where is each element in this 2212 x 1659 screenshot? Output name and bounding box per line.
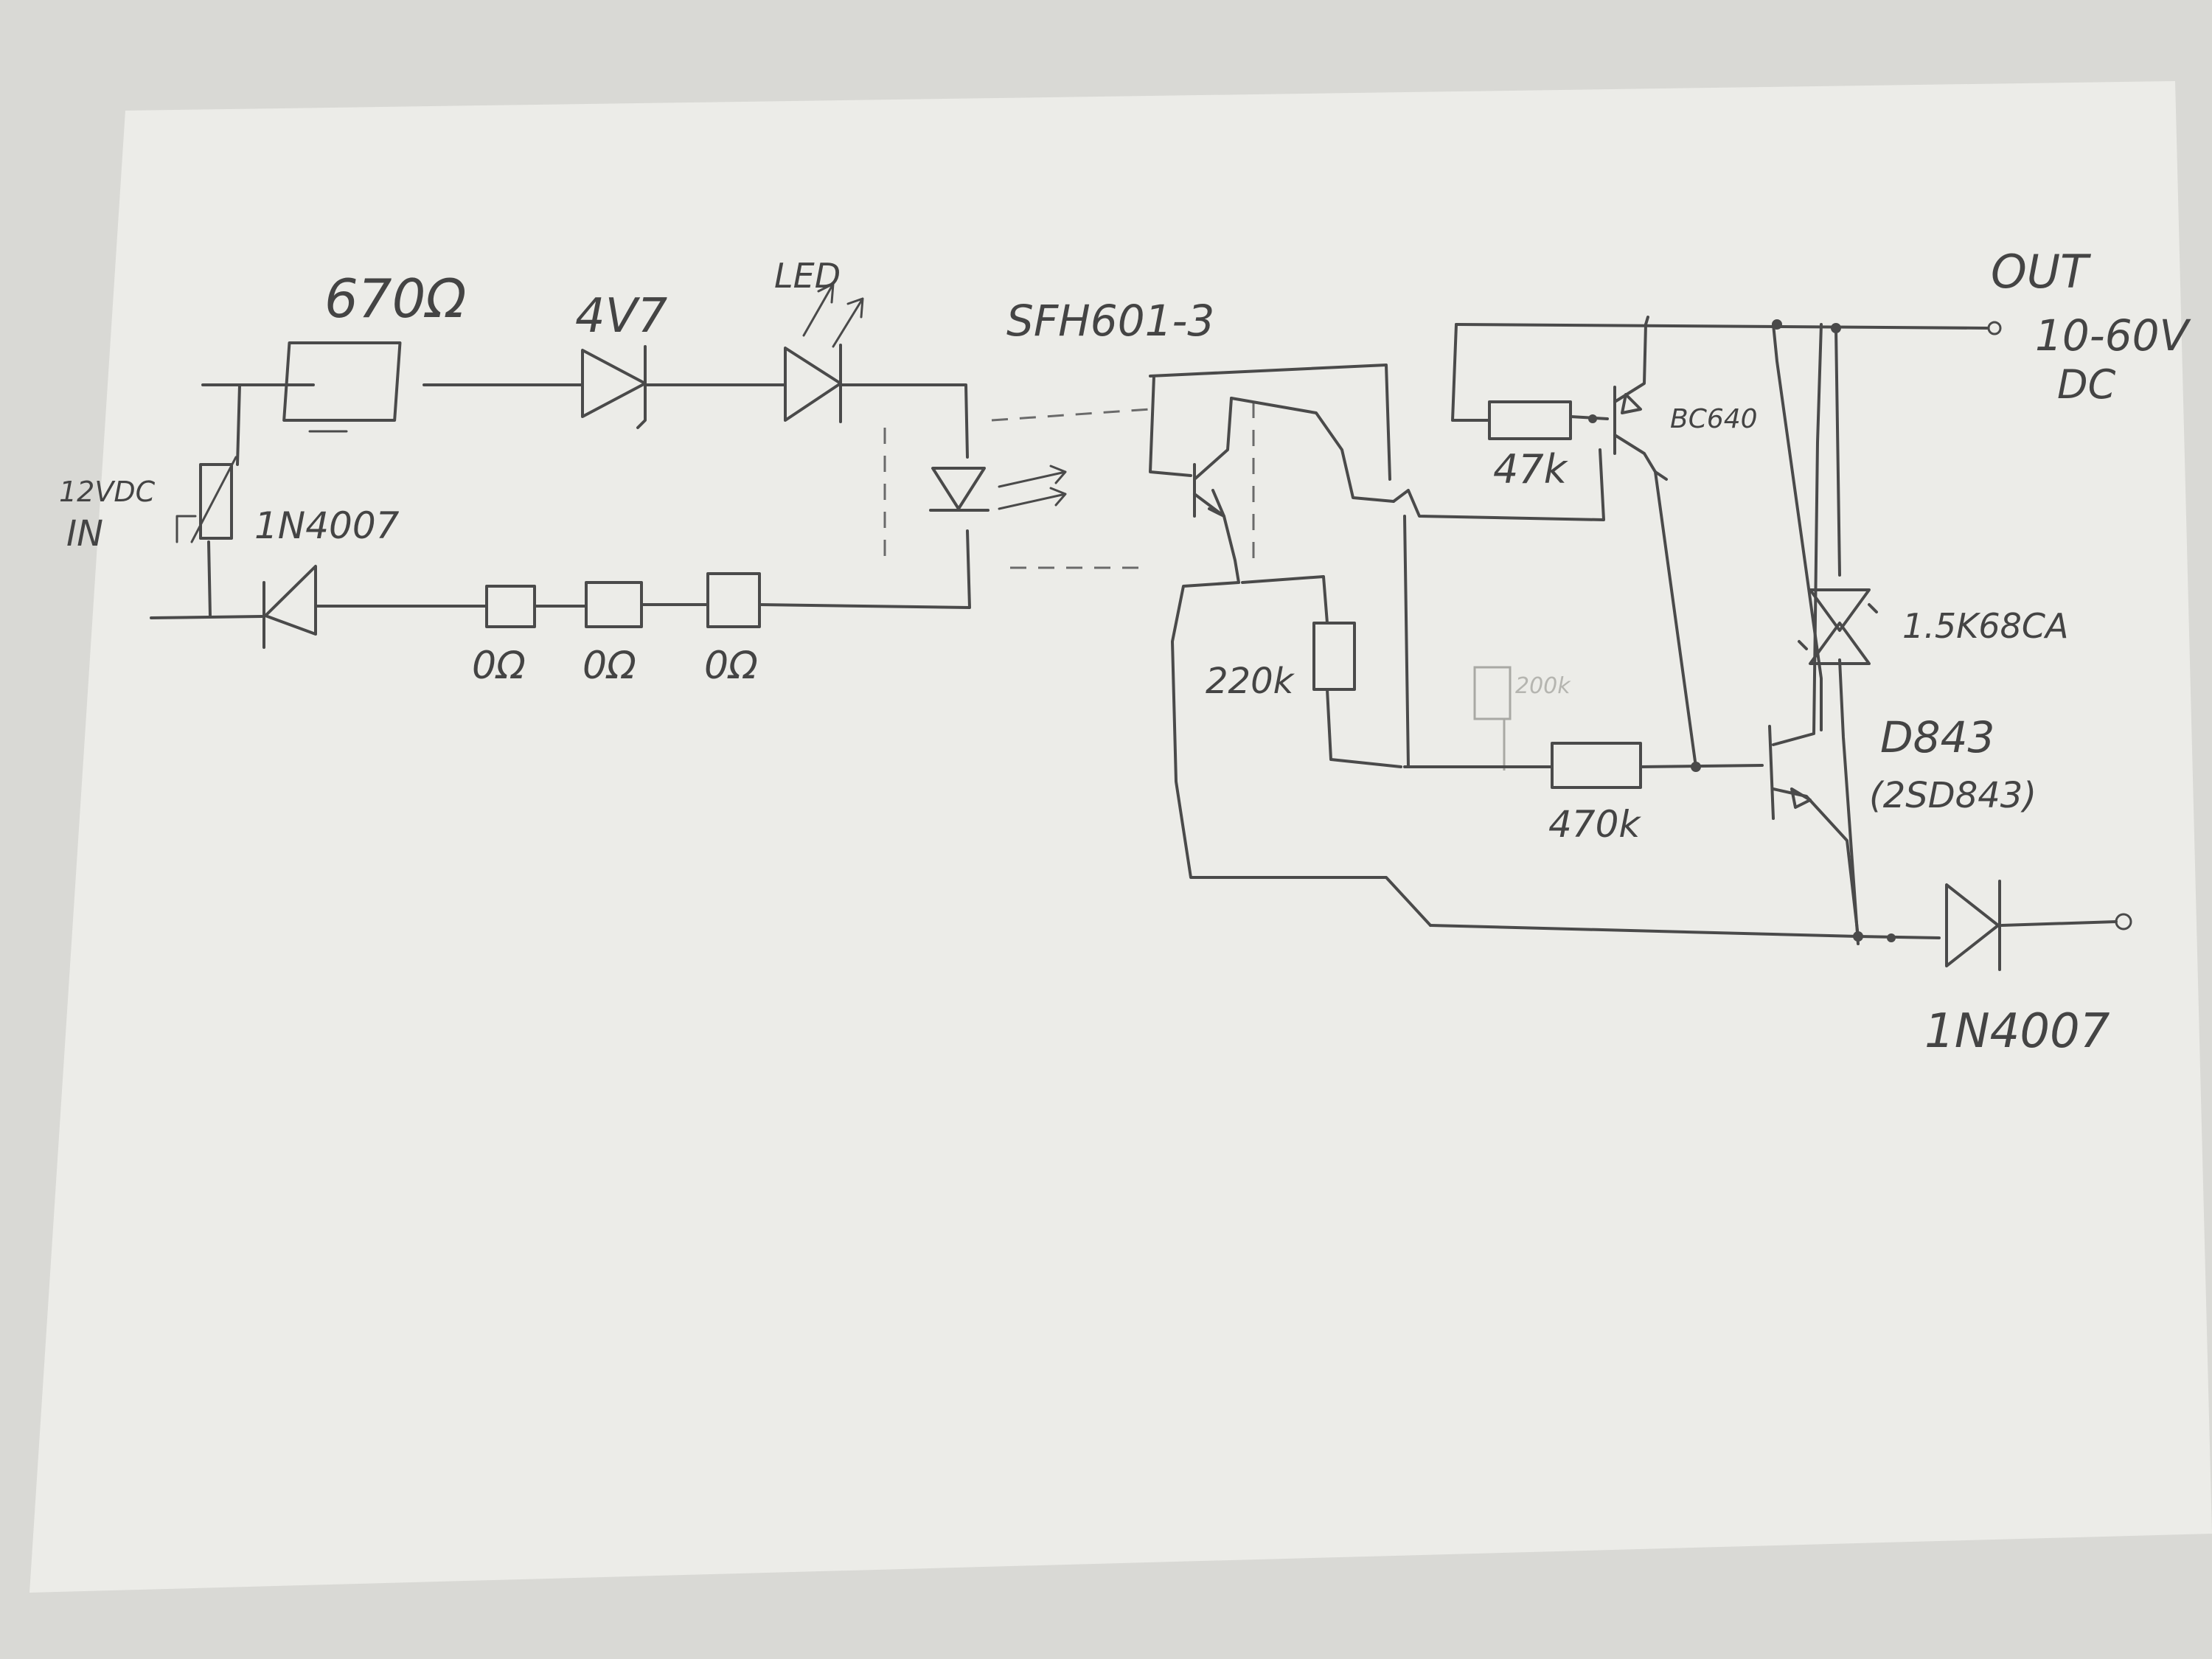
tvs-diode-1-5ke68ca	[1798, 588, 1878, 665]
resistor-47k	[1488, 400, 1572, 440]
optocoupler-sfh601	[883, 397, 1255, 584]
resistor-200k-faint	[1473, 666, 1512, 720]
label-d843: D843	[1880, 712, 1994, 762]
resistor-220k	[1312, 622, 1356, 691]
label-0-ohm-2: 0Ω	[582, 644, 636, 688]
input-circuit	[150, 282, 971, 649]
label-0-ohm-3: 0Ω	[704, 644, 758, 688]
wire-output-top	[1455, 323, 1989, 330]
resistor-0-ohm-3	[706, 572, 761, 628]
label-diode-output: 1N4007	[1924, 1004, 2110, 1059]
wire-tvs-rail	[1834, 327, 1860, 945]
diode-output-1n4007	[1945, 880, 2001, 971]
label-out-voltage: 10-60V	[2035, 310, 2192, 361]
wire-input-bottom	[150, 529, 971, 619]
label-220k: 220k	[1206, 661, 1295, 702]
label-200k-faint: 200k	[1515, 673, 1571, 699]
label-bc640: BC640	[1670, 404, 1758, 434]
label-2sd843: (2SD843)	[1869, 775, 2037, 816]
resistor-470k	[1551, 742, 1642, 789]
wire-input-left	[207, 383, 241, 617]
wire-output-rail	[1772, 323, 1823, 731]
label-optocoupler: SFH601-3	[1006, 296, 1214, 346]
wire-470k	[1403, 764, 1764, 768]
resistor-670-ohm	[282, 341, 402, 422]
paper-sheet	[29, 81, 2212, 1593]
junction-dot	[1887, 933, 1896, 942]
npn-transistor-d843	[1768, 323, 1860, 938]
label-led: LED	[774, 256, 841, 296]
varistor	[175, 456, 237, 543]
label-tvs: 1.5K68CA	[1902, 606, 2068, 646]
zener-diode-4v7	[581, 345, 647, 429]
resistor-0-ohm-2	[585, 581, 643, 628]
label-470k: 470k	[1548, 803, 1641, 846]
junction-dot	[1691, 762, 1701, 772]
junction-dot	[1588, 414, 1597, 423]
pnp-transistor-bc640	[1613, 316, 1697, 768]
labels: 670Ω 4V7 LED SFH601-3 12VDC IN 1N4007 0Ω…	[59, 245, 2192, 1059]
output-circuit	[1149, 316, 2132, 971]
label-out-word: OUT	[1991, 245, 2091, 299]
wire-opto-emitter	[1171, 515, 1432, 927]
label-670-ohm: 670Ω	[324, 268, 466, 330]
label-diode-input: 1N4007	[254, 504, 400, 547]
label-47k: 47k	[1493, 446, 1569, 493]
resistor-0-ohm-1	[485, 585, 536, 628]
label-0-ohm-1: 0Ω	[472, 644, 526, 688]
label-out-dc: DC	[2057, 361, 2116, 408]
wire-220k	[1241, 575, 1402, 768]
terminal-out-positive	[1987, 321, 2002, 335]
wire-opto-frame	[1149, 364, 1395, 503]
wire-input-top	[201, 383, 969, 459]
label-input-voltage: 12VDC	[59, 476, 156, 508]
diode-input-1n4007	[262, 565, 317, 649]
label-input-word: IN	[66, 513, 103, 554]
led	[784, 282, 864, 423]
junction-dot	[1853, 931, 1863, 942]
junction-dot	[1772, 319, 1782, 330]
terminal-out-negative	[2115, 913, 2132, 931]
junction-dot	[1831, 323, 1841, 333]
label-zener-4v7: 4V7	[575, 289, 668, 344]
